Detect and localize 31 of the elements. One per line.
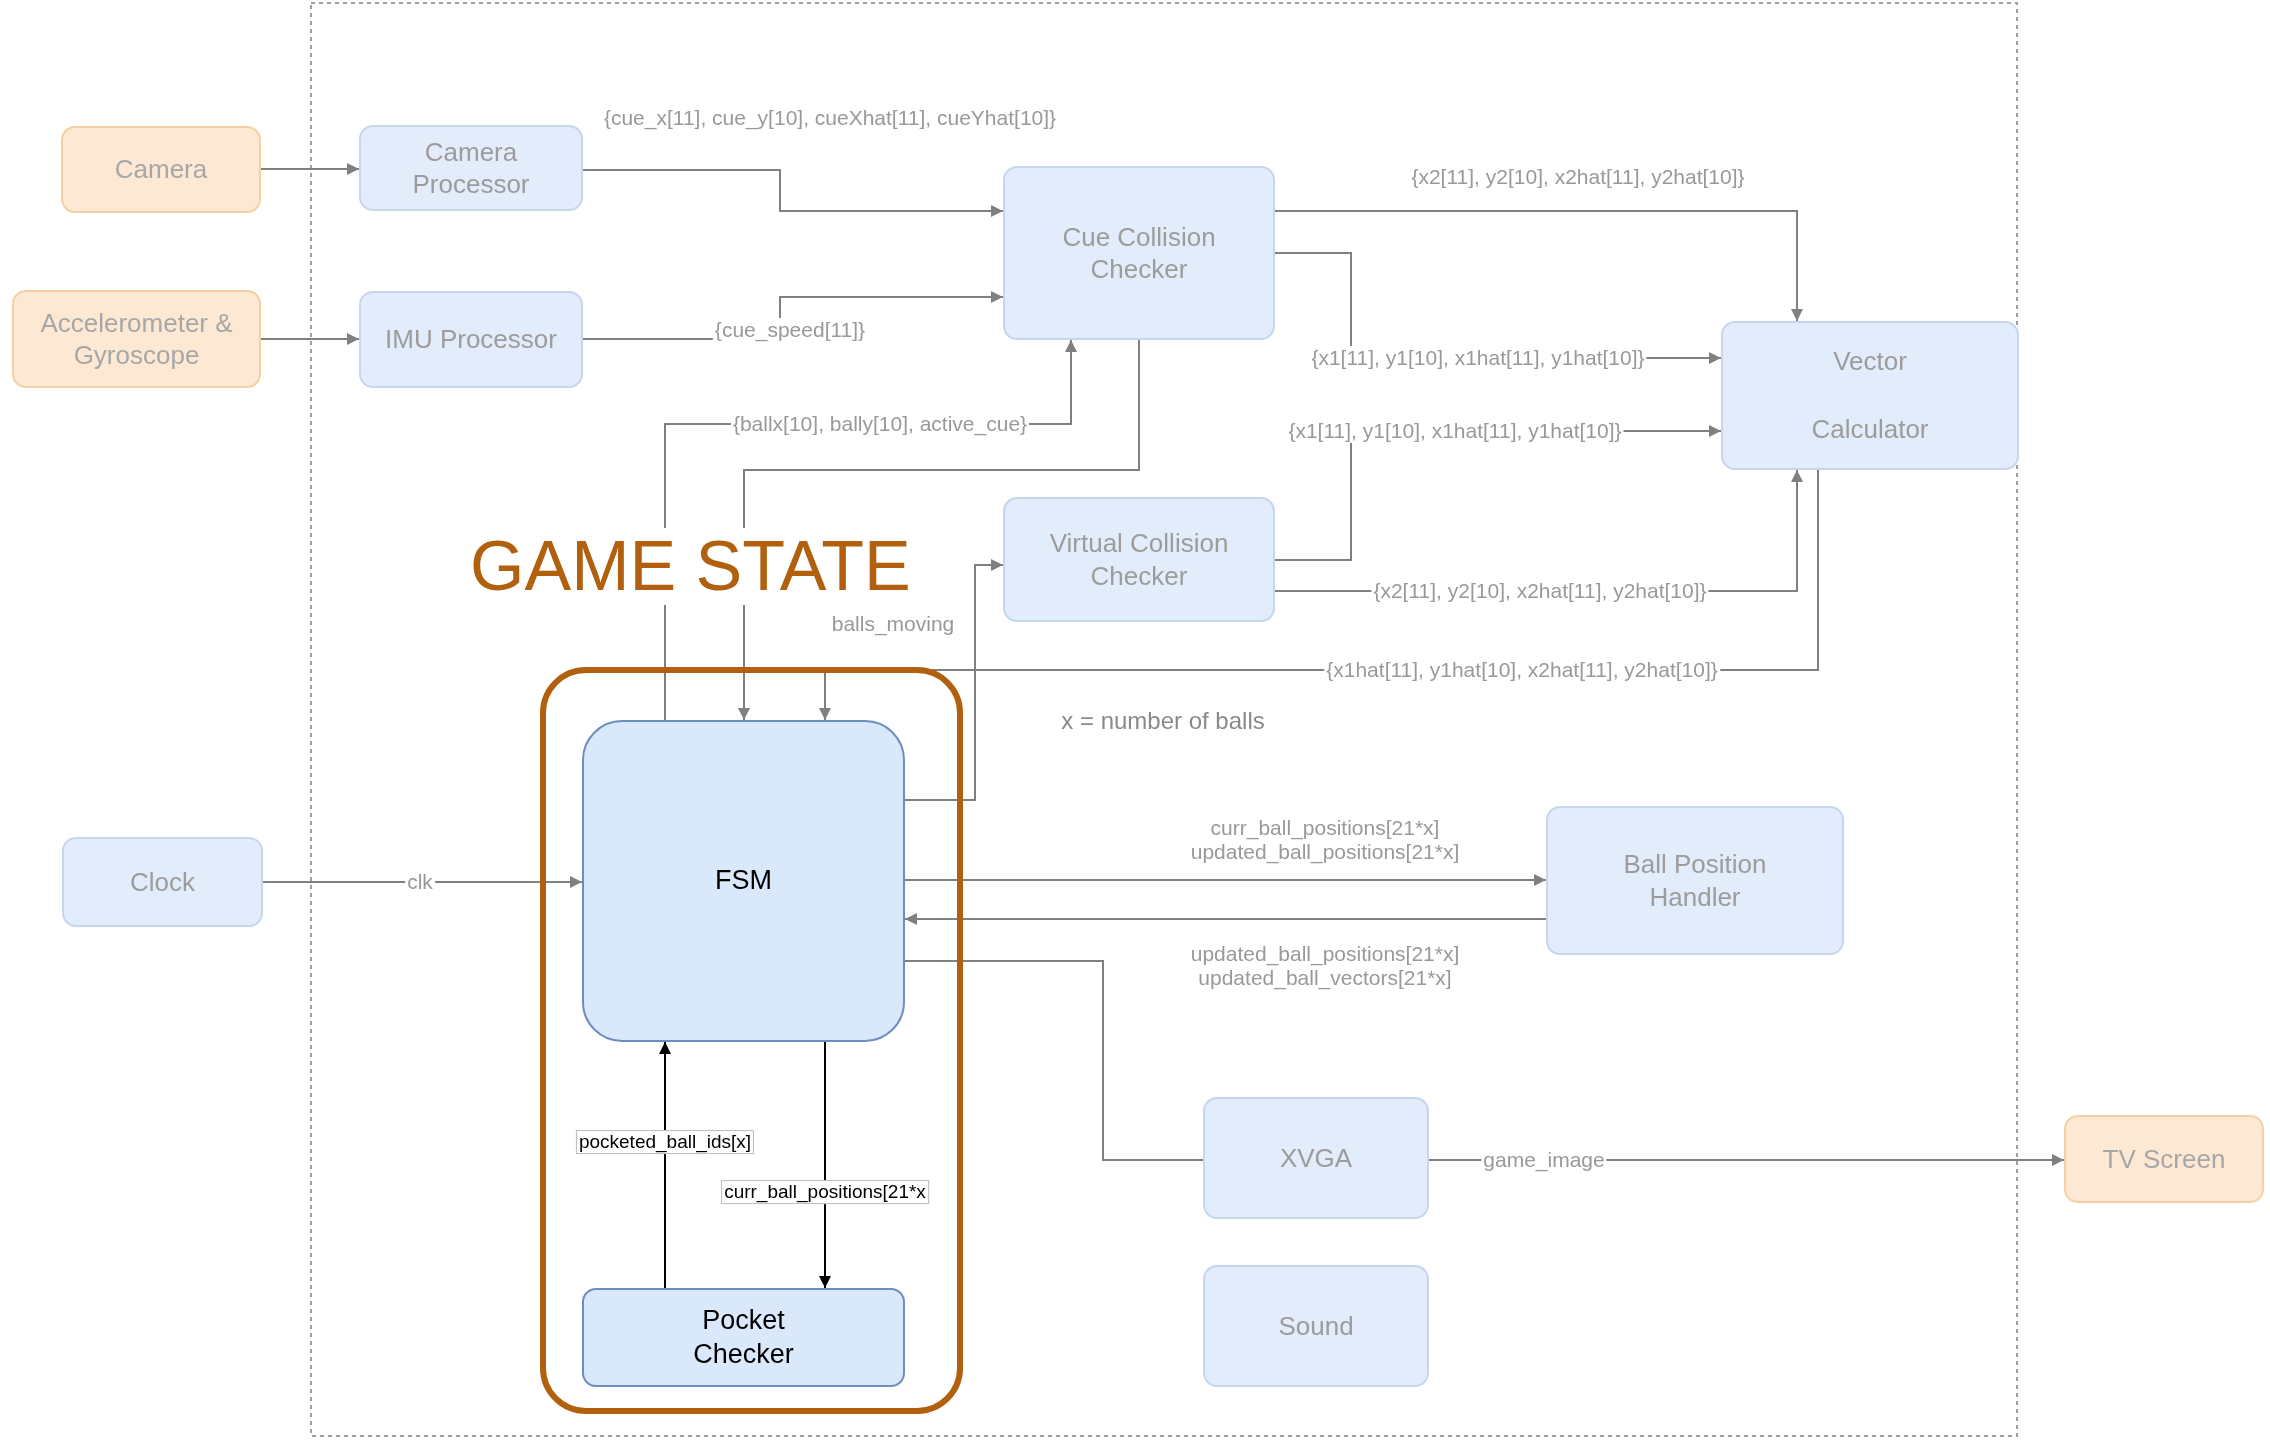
arrow	[260, 163, 360, 175]
module-box: Sound	[1203, 1265, 1429, 1387]
module-box: Vector Calculator	[1721, 321, 2019, 470]
group-heading: GAME STATE	[470, 528, 911, 605]
note-text: x = number of balls	[1061, 707, 1265, 735]
io-device-box: Camera	[61, 126, 261, 213]
arrow	[738, 339, 1140, 721]
arrow	[1274, 210, 1803, 322]
arrow	[819, 1041, 831, 1289]
process-box: FSM	[582, 720, 905, 1042]
module-box: Ball Position Handler	[1546, 806, 1844, 955]
arrow	[904, 913, 1547, 925]
edge-label: pocketed_ball_ids[x]	[575, 1130, 755, 1154]
module-box: Cue Collision Checker	[1003, 166, 1275, 340]
module-box: XVGA	[1203, 1097, 1429, 1219]
arrow	[262, 876, 583, 888]
edge-label: curr_ball_positions[21*x	[721, 1180, 929, 1204]
arrow	[260, 333, 360, 345]
io-device-box: Accelerometer & Gyroscope	[12, 290, 261, 388]
arrow	[659, 1041, 671, 1289]
arrow	[904, 874, 1547, 886]
edge-label: {cue_speed[11]}	[712, 317, 868, 343]
io-device-box: TV Screen	[2064, 1115, 2264, 1203]
process-box: Pocket Checker	[582, 1288, 905, 1387]
arrow	[904, 559, 1004, 801]
arrow	[582, 169, 1004, 217]
module-box: IMU Processor	[359, 291, 583, 388]
module-box: Clock	[62, 837, 263, 927]
module-box: Camera Processor	[359, 125, 583, 211]
edge-label: {x1[11], y1[10], x1hat[11], y1hat[10]}	[1309, 345, 1647, 371]
module-box: Virtual Collision Checker	[1003, 497, 1275, 622]
